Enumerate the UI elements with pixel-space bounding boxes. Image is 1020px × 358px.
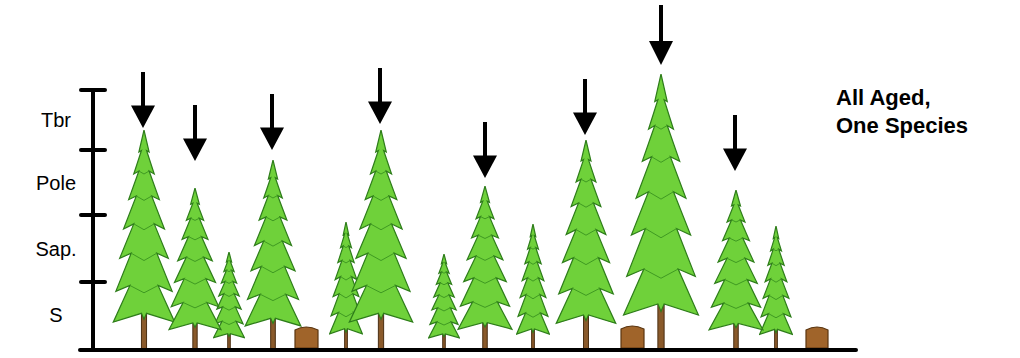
- size-class-label: S: [49, 304, 62, 327]
- stand-type-label: All Aged, One Species: [836, 84, 976, 139]
- size-class-label: Sap.: [35, 238, 76, 261]
- size-class-label: Tbr: [41, 109, 71, 132]
- size-class-label: Pole: [36, 172, 76, 195]
